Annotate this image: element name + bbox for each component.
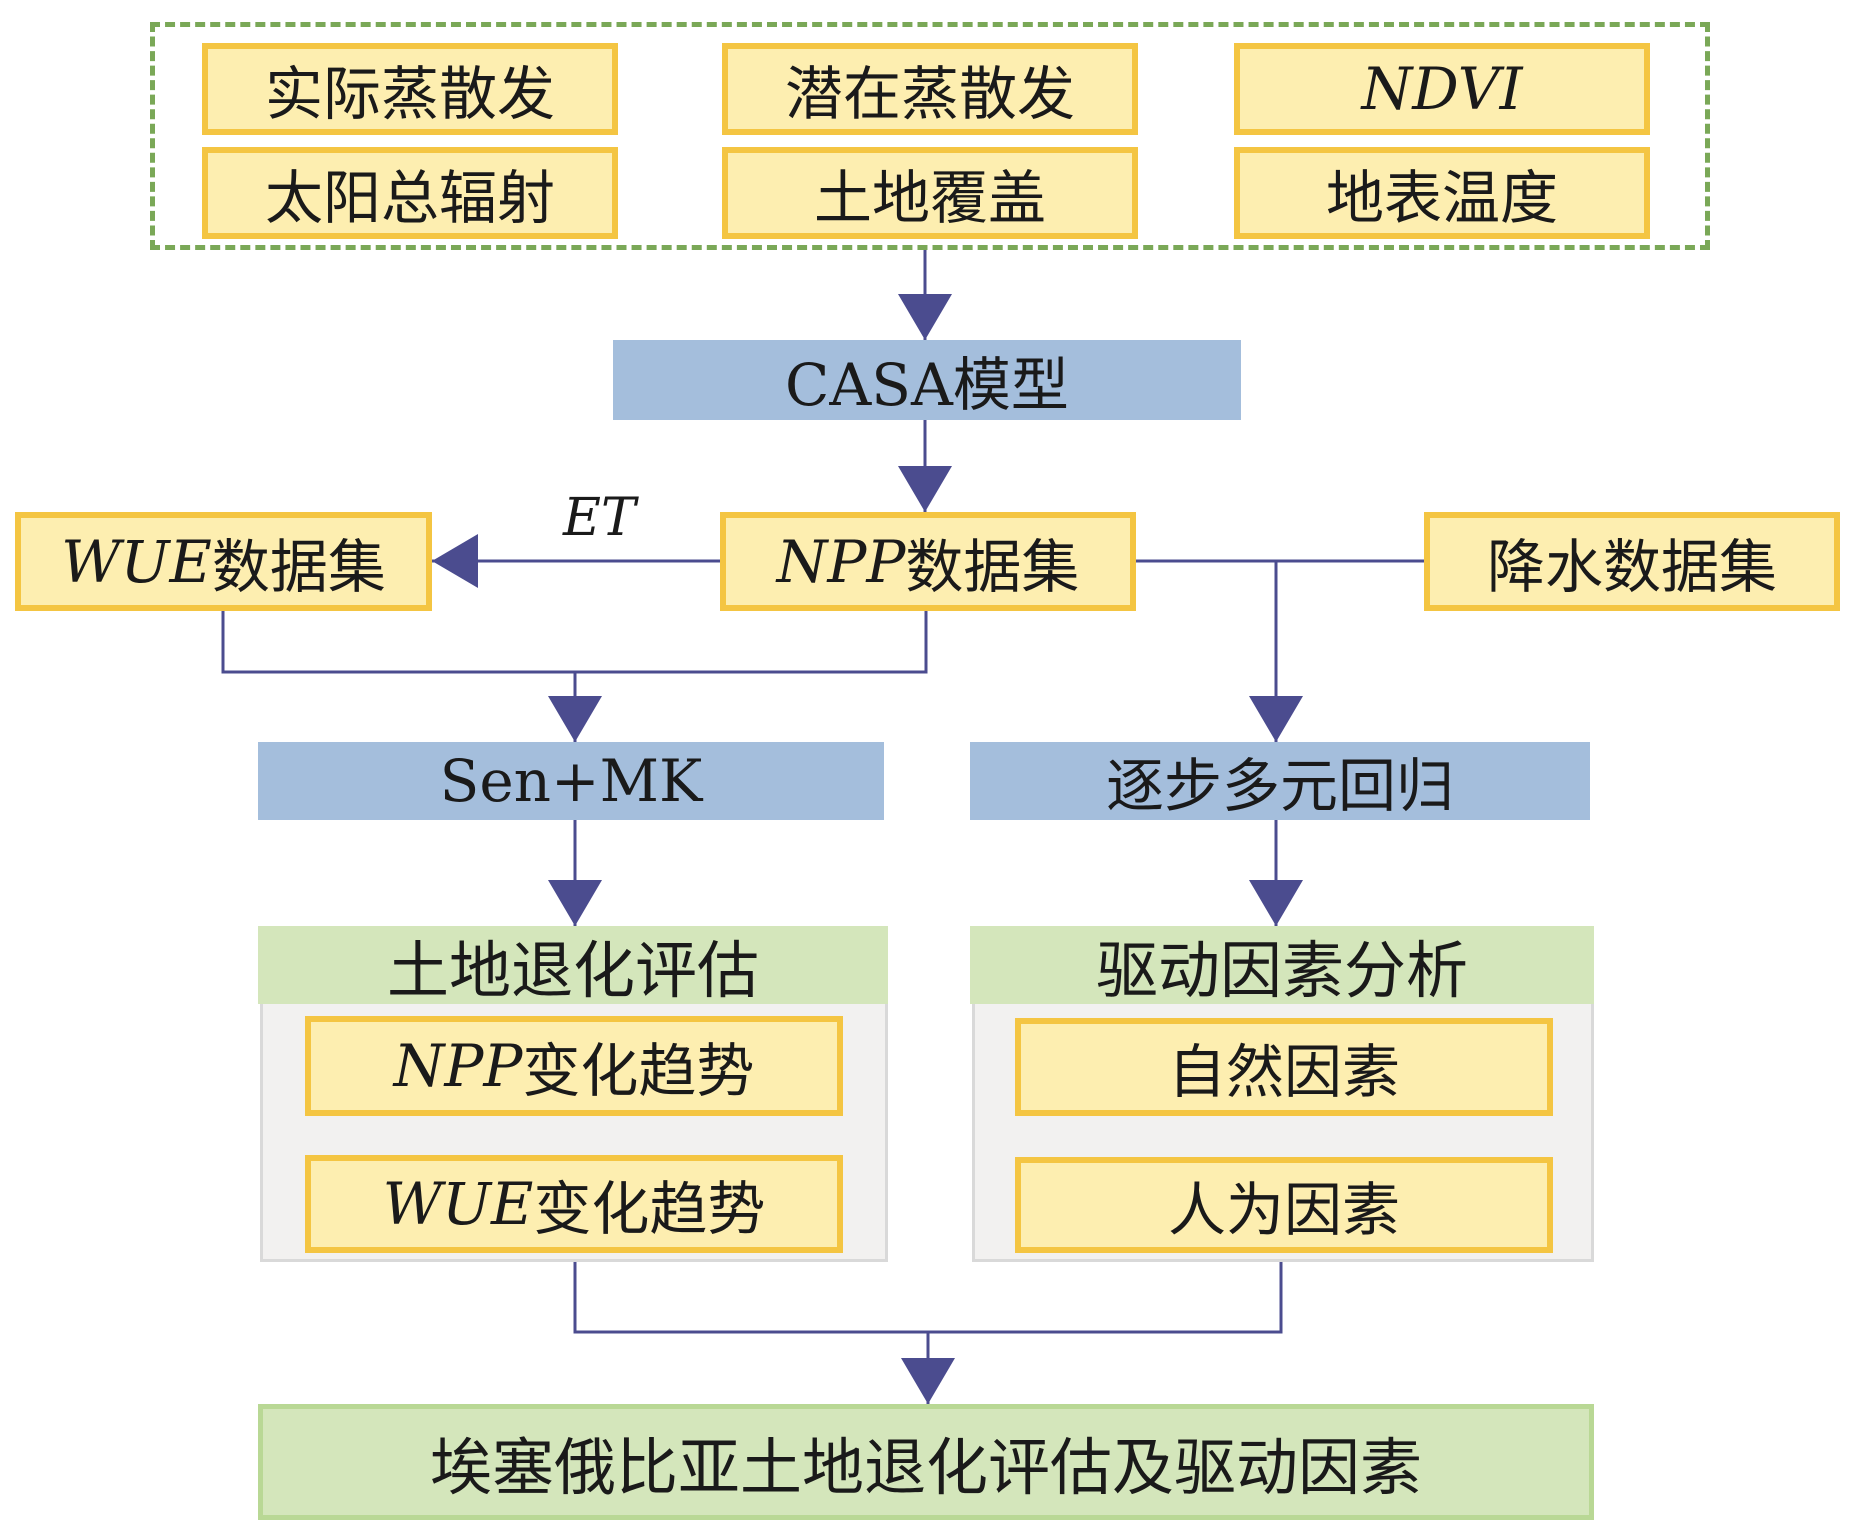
sen-mk-label: Sen+MK [439, 747, 703, 815]
box-land-cover: 土地覆盖 [722, 147, 1138, 239]
ndvi-label: NDVI [1361, 55, 1523, 123]
connector-datasets-to-senmk [221, 606, 928, 674]
potential-et-label: 潜在蒸散发 [784, 60, 1075, 128]
npp-dataset-prefix: NPP [776, 527, 906, 596]
npp-dataset-suffix: 数据集 [905, 532, 1080, 601]
et-label: ET [563, 488, 636, 548]
stepwise-regression-label: 逐步多元回归 [1105, 752, 1454, 820]
solar-radiation-label: 太阳总辐射 [264, 164, 555, 232]
box-sen-mk: Sen+MK [258, 742, 884, 820]
wue-trend-suffix: 变化趋势 [533, 1175, 766, 1243]
box-final-result: 埃塞俄比亚土地退化评估及驱动因素 [258, 1404, 1594, 1520]
land-surface-temp-label: 地表温度 [1325, 164, 1558, 232]
box-casa-model: CASA模型 [613, 340, 1241, 420]
wue-trend-prefix: WUE [382, 1170, 534, 1238]
natural-factors-label: 自然因素 [1167, 1038, 1400, 1106]
box-stepwise-regression: 逐步多元回归 [970, 742, 1590, 820]
npp-trend-prefix: NPP [393, 1032, 523, 1100]
box-natural-factors: 自然因素 [1015, 1018, 1553, 1116]
actual-et-label: 实际蒸散发 [264, 60, 555, 128]
box-precip-dataset: 降水数据集 [1424, 512, 1840, 611]
degradation-title-bar: 土地退化评估 [258, 926, 888, 1007]
input-group-border [150, 22, 1710, 250]
box-human-factors: 人为因素 [1015, 1157, 1553, 1253]
box-actual-et: 实际蒸散发 [202, 43, 618, 135]
box-potential-et: 潜在蒸散发 [722, 43, 1138, 135]
box-land-surface-temp: 地表温度 [1234, 147, 1650, 239]
degradation-title: 土地退化评估 [386, 934, 759, 1007]
land-cover-label: 土地覆盖 [813, 164, 1046, 232]
drivers-title: 驱动因素分析 [1095, 934, 1468, 1007]
connector-panels-to-final [573, 1262, 1283, 1334]
wue-dataset-suffix: 数据集 [211, 532, 386, 601]
drivers-title-bar: 驱动因素分析 [970, 926, 1594, 1007]
human-factors-label: 人为因素 [1167, 1176, 1400, 1244]
precip-dataset-label: 降水数据集 [1486, 532, 1777, 601]
wue-dataset-prefix: WUE [61, 527, 212, 596]
box-solar-radiation: 太阳总辐射 [202, 147, 618, 239]
box-ndvi: NDVI [1234, 43, 1650, 135]
casa-model-label: CASA模型 [785, 351, 1069, 419]
final-result-label: 埃塞俄比亚土地退化评估及驱动因素 [429, 1431, 1422, 1504]
npp-trend-suffix: 变化趋势 [522, 1037, 755, 1105]
